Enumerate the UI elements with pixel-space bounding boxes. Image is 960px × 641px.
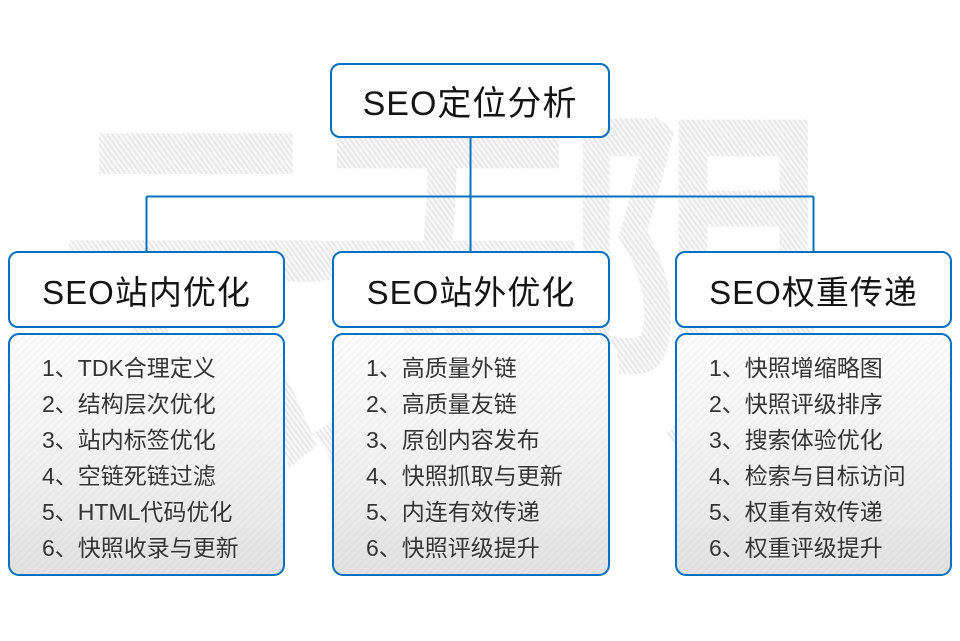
column-panel-weight: 1、快照增缩略图 2、快照评级排序 3、搜索体验优化 4、检索与目标访问 5、权重有效传… — [675, 333, 952, 576]
column-panel-onsite: 1、TDK合理定义 2、结构层次优化 3、站内标签优化 4、空链死链过滤 5、HTML代… — [8, 333, 285, 576]
list-item: 1、快照增缩略图 — [709, 355, 883, 381]
list-item: 2、高质量友链 — [366, 391, 517, 417]
list-item: 6、权重评级提升 — [709, 535, 883, 561]
list-item: 4、快照抓取与更新 — [366, 463, 563, 489]
column-header-weight[interactable]: SEO权重传递 — [675, 251, 952, 328]
column-onsite: SEO站内优化 1、TDK合理定义 2、结构层次优化 3、站内标签优化 4、空链死链过… — [8, 251, 285, 581]
column-header-offsite[interactable]: SEO站外优化 — [332, 251, 610, 328]
root-node[interactable]: SEO定位分析 — [330, 63, 610, 138]
list-item: 1、TDK合理定义 — [42, 355, 216, 381]
column-weight: SEO权重传递 1、快照增缩略图 2、快照评级排序 3、搜索体验优化 4、检索与目标访… — [675, 251, 952, 581]
list-item: 3、搜索体验优化 — [709, 427, 883, 453]
column-header-onsite[interactable]: SEO站内优化 — [8, 251, 285, 328]
list-item: 4、检索与目标访问 — [709, 463, 906, 489]
list-item: 5、HTML代码优化 — [42, 499, 233, 525]
list-item: 2、结构层次优化 — [42, 391, 216, 417]
list-item: 6、快照收录与更新 — [42, 535, 239, 561]
list-item: 3、站内标签优化 — [42, 427, 216, 453]
list-item: 1、高质量外链 — [366, 355, 517, 381]
list-item: 2、快照评级排序 — [709, 391, 883, 417]
list-item: 5、内连有效传递 — [366, 499, 540, 525]
list-item: 5、权重有效传递 — [709, 499, 883, 525]
column-offsite: SEO站外优化 1、高质量外链 2、高质量友链 3、原创内容发布 4、快照抓取与更新 5… — [332, 251, 610, 581]
list-item: 6、快照评级提升 — [366, 535, 540, 561]
list-item: 3、原创内容发布 — [366, 427, 540, 453]
list-item: 4、空链死链过滤 — [42, 463, 216, 489]
column-panel-offsite: 1、高质量外链 2、高质量友链 3、原创内容发布 4、快照抓取与更新 5、内连有效传递 6… — [332, 333, 610, 576]
